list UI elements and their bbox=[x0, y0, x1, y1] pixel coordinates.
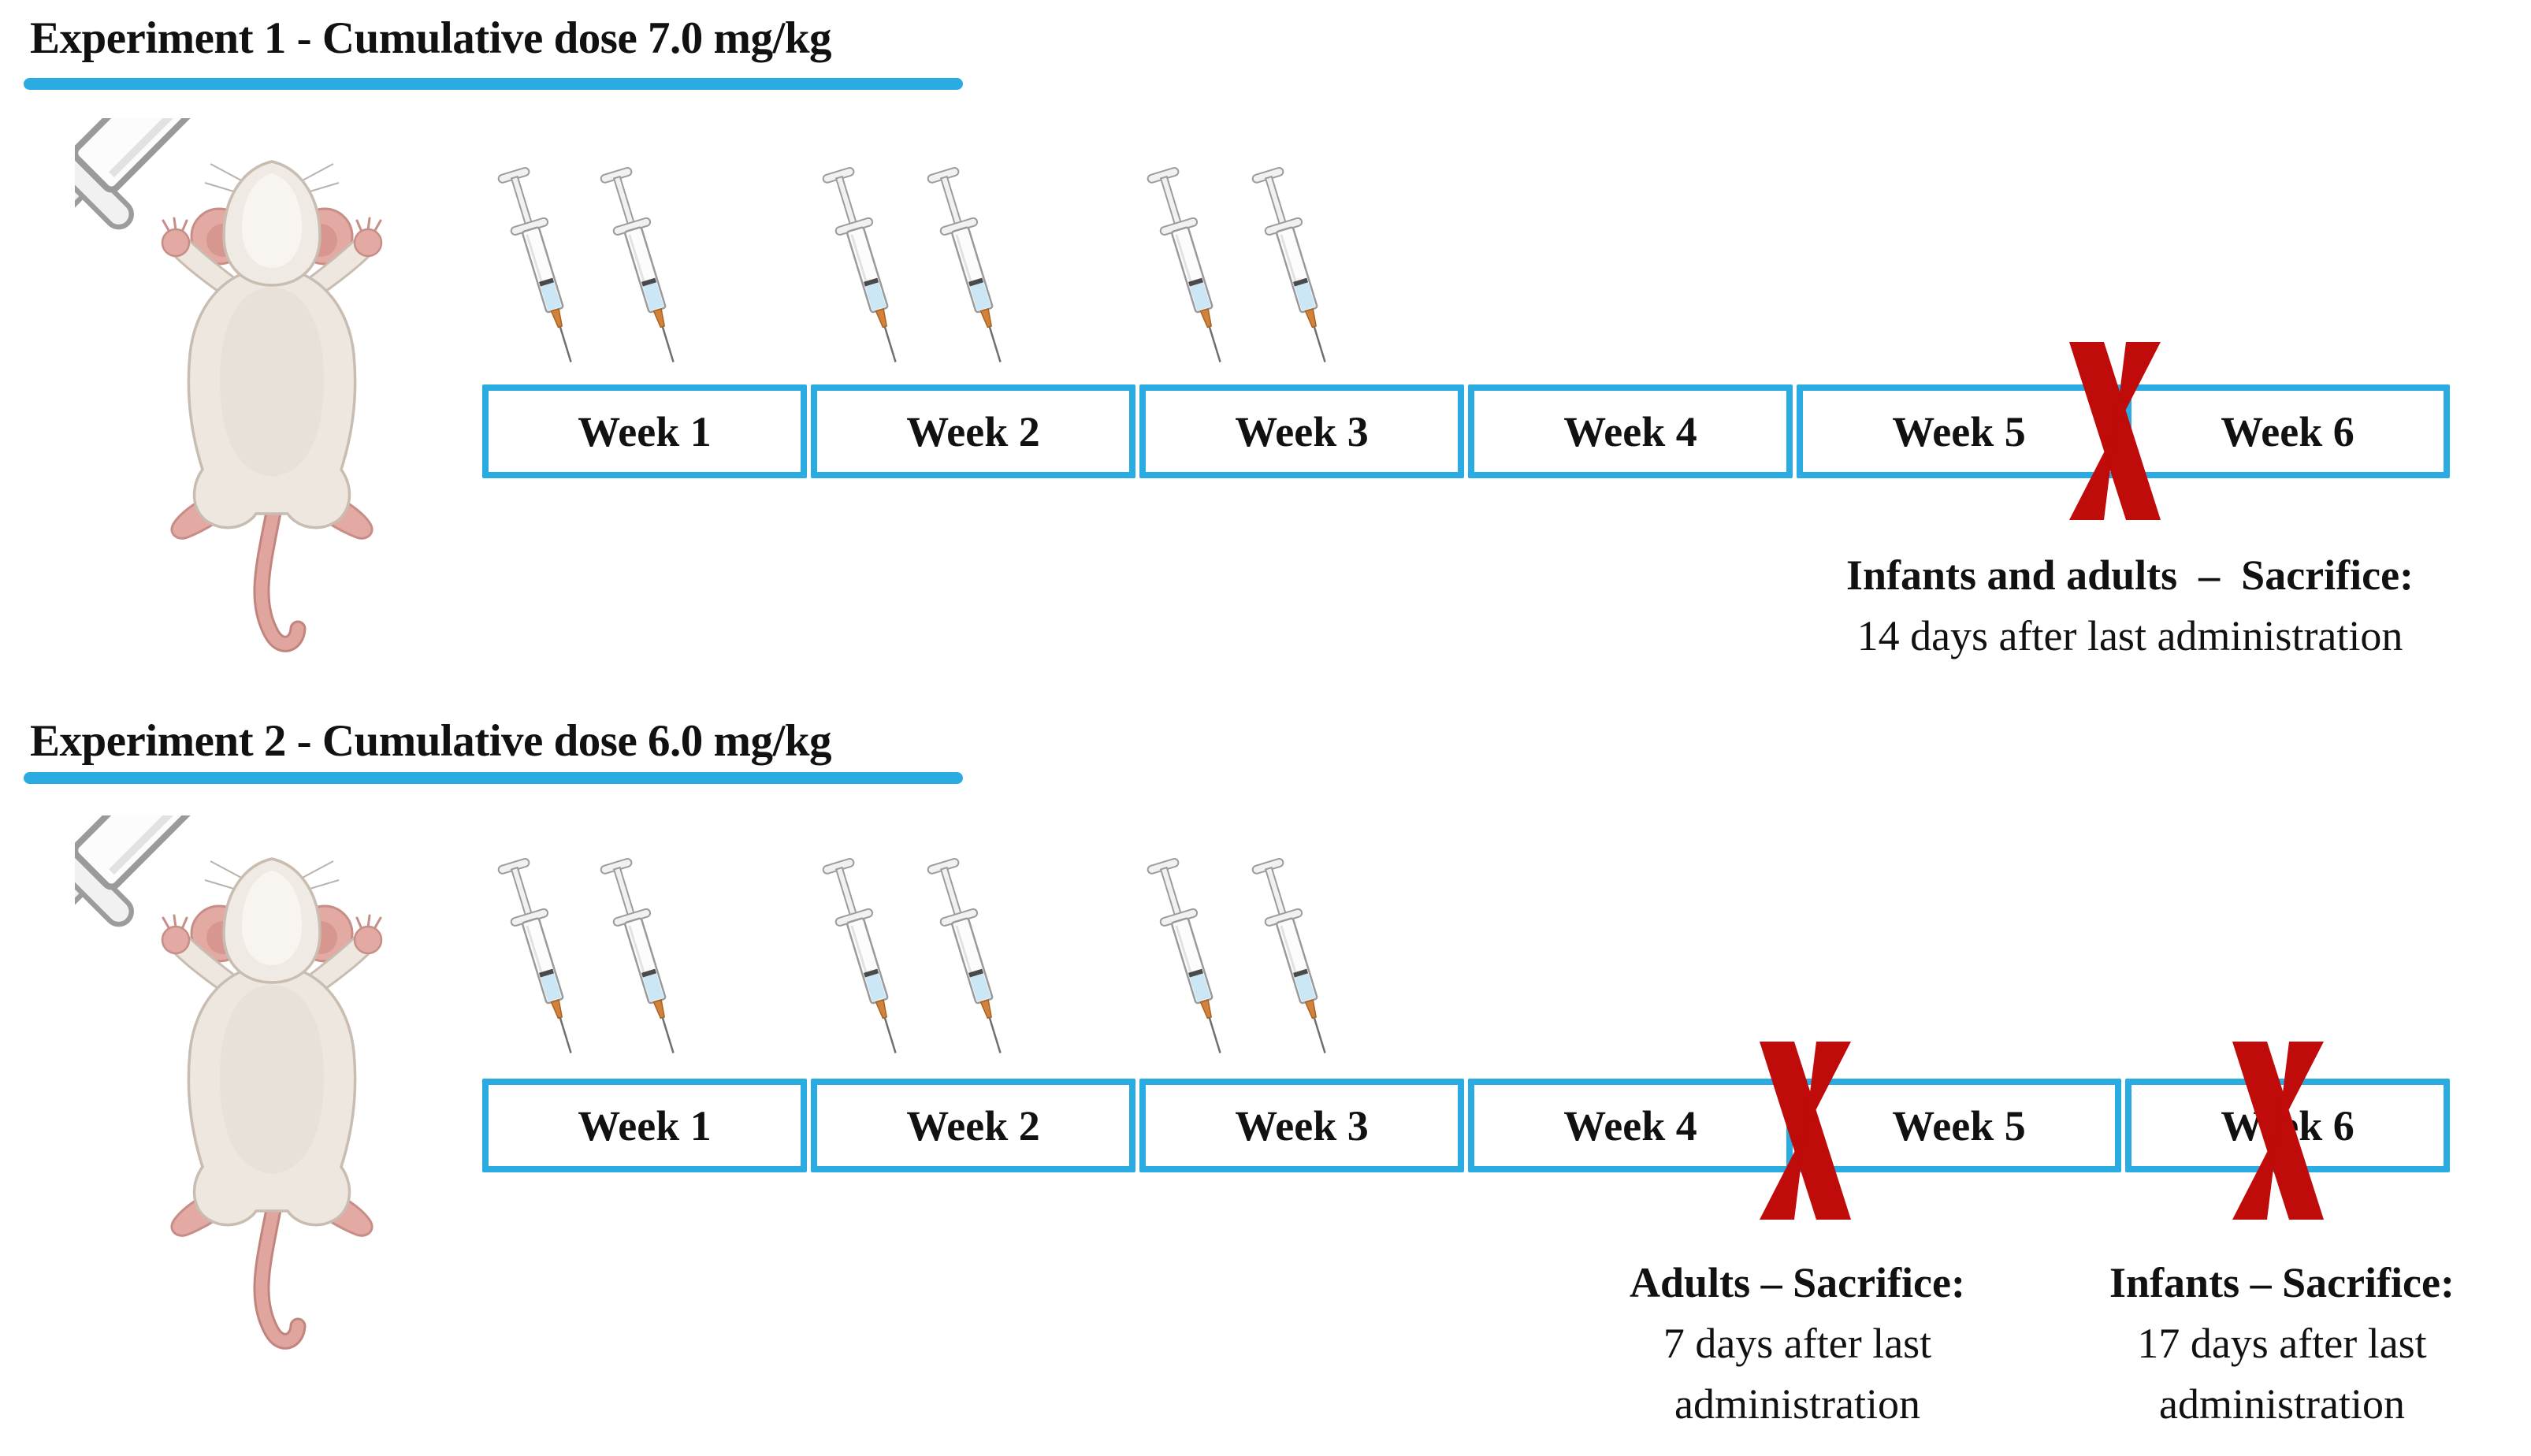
syringe-icon bbox=[1247, 165, 1344, 370]
week-cell: Week 4 bbox=[1468, 384, 1793, 478]
week-cell: Week 5 bbox=[1797, 1079, 2121, 1172]
syringe-icon bbox=[596, 856, 693, 1060]
week-cell: Week 3 bbox=[1139, 384, 1464, 478]
experiment1-timeline: Week 1 Week 2 Week 3 Week 4 Week 5 Week … bbox=[482, 384, 2450, 478]
experiment2-timeline: Week 1 Week 2 Week 3 Week 4 Week 5 Week … bbox=[482, 1079, 2450, 1172]
experiment2-infants-sacrifice-note: Infants – Sacrifice: 17 days after last … bbox=[2022, 1253, 2531, 1435]
red-cross-icon bbox=[2219, 1042, 2337, 1220]
syringe-icon bbox=[596, 165, 693, 370]
week-cell: Week 2 bbox=[811, 384, 1135, 478]
mouse-injection-icon bbox=[75, 815, 469, 1367]
week-cell: Week 2 bbox=[811, 1079, 1135, 1172]
sacrifice-note-line: administration bbox=[2159, 1380, 2405, 1428]
red-cross-icon bbox=[2056, 342, 2174, 520]
experiment2-title: Experiment 2 - Cumulative dose 6.0 mg/kg bbox=[30, 716, 832, 766]
week-cell: Week 3 bbox=[1139, 1079, 1464, 1172]
syringe-icon bbox=[1143, 165, 1239, 370]
sacrifice-note-heading: Adults – Sacrifice: bbox=[1630, 1259, 1965, 1306]
syringe-icon bbox=[923, 165, 1020, 370]
syringe-icon bbox=[1247, 856, 1344, 1060]
week-cell: Week 1 bbox=[482, 384, 807, 478]
syringe-icon bbox=[818, 165, 915, 370]
sacrifice-note-heading: Infants and adults – Sacrifice: bbox=[1845, 552, 2414, 599]
experiment1-sacrifice-note: Infants and adults – Sacrifice: 14 days … bbox=[1775, 545, 2485, 667]
sacrifice-note-line: 17 days after last bbox=[2137, 1320, 2427, 1367]
sacrifice-note-line: 14 days after last administration bbox=[1856, 612, 2403, 659]
experiment2-adults-sacrifice-note: Adults – Sacrifice: 7 days after last ad… bbox=[1537, 1253, 2057, 1435]
syringe-icon bbox=[818, 856, 915, 1060]
experiment2-title-underline bbox=[24, 772, 963, 784]
red-cross-icon bbox=[1746, 1042, 1864, 1220]
syringe-icon bbox=[493, 856, 590, 1060]
syringe-icon bbox=[1143, 856, 1239, 1060]
sacrifice-note-line: administration bbox=[1674, 1380, 1920, 1428]
experiment1-title: Experiment 1 - Cumulative dose 7.0 mg/kg bbox=[30, 13, 832, 63]
experiment1-title-underline bbox=[24, 78, 963, 90]
sacrifice-note-line: 7 days after last bbox=[1663, 1320, 1932, 1367]
week-cell: Week 5 bbox=[1797, 384, 2121, 478]
mouse-injection-icon bbox=[75, 118, 469, 670]
week-cell: Week 1 bbox=[482, 1079, 807, 1172]
sacrifice-note-heading: Infants – Sacrifice: bbox=[2109, 1259, 2455, 1306]
syringe-icon bbox=[493, 165, 590, 370]
syringe-icon bbox=[923, 856, 1020, 1060]
week-cell: Week 4 bbox=[1468, 1079, 1793, 1172]
